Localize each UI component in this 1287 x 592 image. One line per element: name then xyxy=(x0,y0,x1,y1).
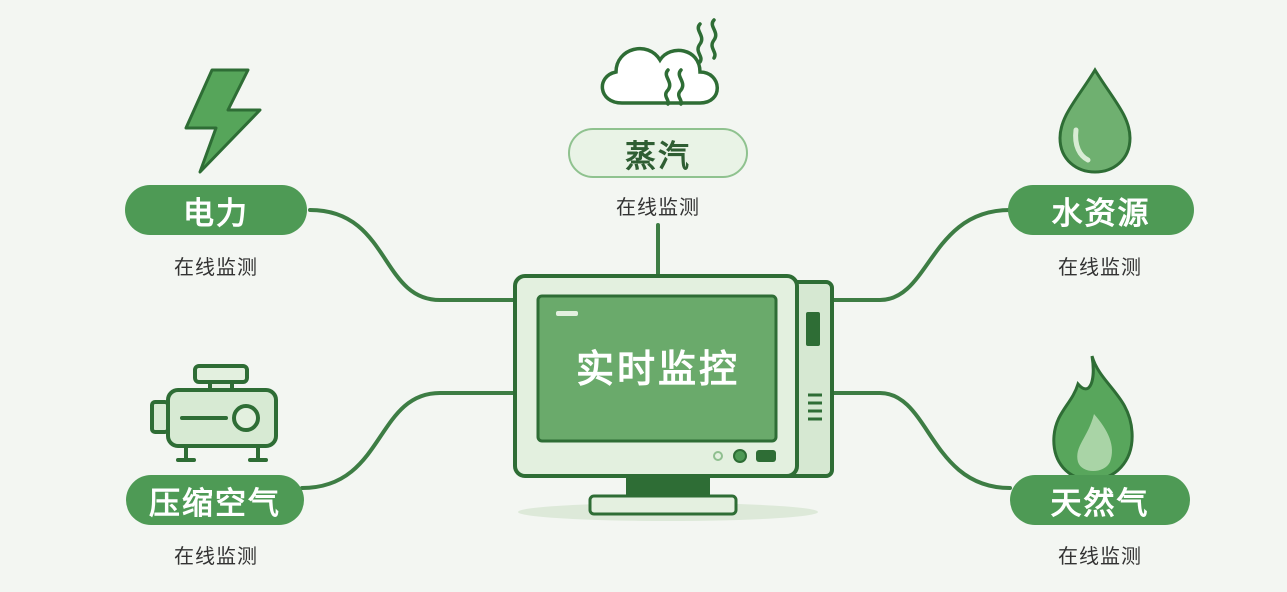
air-compressor-icon xyxy=(150,364,278,462)
compressed-air-label: 压缩空气 xyxy=(126,475,304,525)
center-screen-title: 实时监控 xyxy=(575,347,740,391)
water-label: 水资源 xyxy=(1008,185,1194,235)
natural-gas-label: 天然气 xyxy=(1010,475,1190,525)
flame-icon xyxy=(1052,355,1134,482)
connector-gas xyxy=(828,391,1012,490)
power-label: 电力 xyxy=(125,185,307,235)
water-drop-icon xyxy=(1058,67,1132,174)
compressed-air-sublabel: 在线监测 xyxy=(174,544,258,568)
steam-sublabel: 在线监测 xyxy=(616,195,700,219)
connectors xyxy=(300,208,1012,490)
lightning-bolt-icon xyxy=(184,68,262,174)
connector-water xyxy=(828,208,1012,302)
natural-gas-sublabel: 在线监测 xyxy=(1058,544,1142,568)
steam-label: 蒸汽 xyxy=(568,128,748,178)
water-sublabel: 在线监测 xyxy=(1058,255,1142,279)
steam-cloud-icon xyxy=(600,18,719,106)
connector-power xyxy=(308,208,517,302)
monitor-icon xyxy=(513,274,834,521)
power-sublabel: 在线监测 xyxy=(174,255,258,279)
connector-air xyxy=(300,391,517,490)
